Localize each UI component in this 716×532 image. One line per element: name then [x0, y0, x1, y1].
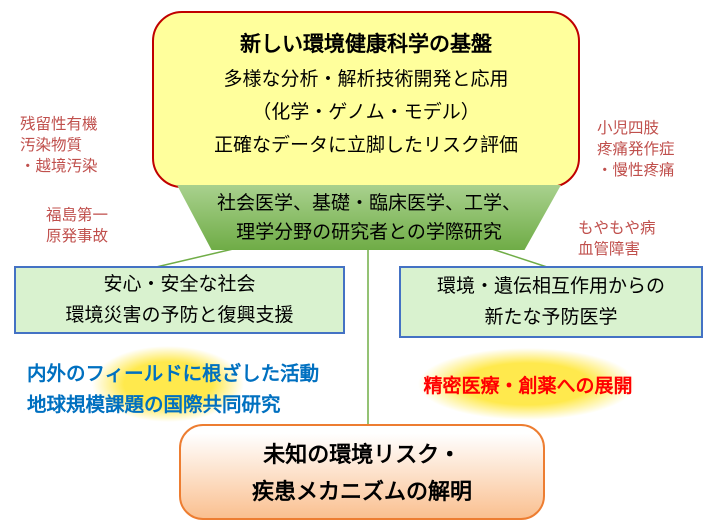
note-line: もやもや病 — [578, 219, 656, 237]
interdisciplinary-band: 社会医学、基礎・臨床医学、工学、 理学分野の研究者との学際研究 — [177, 185, 561, 250]
note-line: 汚染物質 — [20, 136, 83, 154]
preventive-medicine-box: 環境・遺伝相互作用からの 新たな予防医学 — [399, 266, 703, 338]
highlight-ellipse-left — [92, 346, 244, 422]
note-line: ・越境汚染 — [20, 157, 98, 175]
field-activity-caption: 内外のフィールドに根ざした活動 地球規模課題の国際共同研究 — [27, 358, 319, 420]
unknown-risk-line-2: 疾患メカニズムの解明 — [251, 480, 472, 505]
field-activity-line-2: 地球規模課題の国際共同研究 — [27, 393, 281, 416]
foundation-line-3: 正確なデータに立脚したリスク評価 — [213, 134, 518, 156]
field-activity-line-1: 内外のフィールドに根ざした活動 — [27, 362, 320, 385]
connector-right-diagonal — [491, 248, 551, 269]
safe-society-line-2: 環境災害の予防と復興支援 — [65, 304, 294, 326]
note-line: 残留性有機 — [20, 115, 98, 133]
note-fukushima-accident: 福島第一 原発事故 — [46, 205, 108, 247]
interdisciplinary-line-1: 社会医学、基礎・臨床医学、工学、 — [216, 192, 521, 214]
unknown-risk-line-1: 未知の環境リスク・ — [263, 443, 461, 468]
unknown-risk-box: 未知の環境リスク・ 疾患メカニズムの解明 — [179, 424, 545, 520]
connector-left-diagonal — [151, 248, 234, 269]
note-persistent-pollution: 残留性有機 汚染物質 ・越境汚染 — [20, 114, 98, 177]
preventive-medicine-line-1: 環境・遺伝相互作用からの — [436, 275, 665, 297]
foundation-line-1: 多様な分析・解析技術開発と応用 — [223, 68, 509, 90]
foundation-box: 新しい環境健康科学の基盤 多様な分析・解析技術開発と応用 （化学・ゲノム・モデル… — [152, 11, 580, 188]
foundation-line-2: （化学・ゲノム・モデル） — [252, 101, 480, 123]
note-pediatric-pain: 小児四肢 疼痛発作症 ・慢性疼痛 — [597, 118, 675, 181]
preventive-medicine-line-2: 新たな予防医学 — [484, 306, 618, 328]
highlight-ellipse-right — [418, 348, 636, 420]
note-line: ・慢性疼痛 — [597, 161, 675, 179]
interdisciplinary-line-2: 理学分野の研究者との学際研究 — [236, 221, 502, 243]
foundation-title: 新しい環境健康科学の基盤 — [240, 32, 492, 56]
note-line: 福島第一 — [46, 206, 109, 224]
safe-society-box: 安心・安全な社会 環境災害の予防と復興支援 — [14, 266, 345, 334]
note-line: 疼痛発作症 — [597, 140, 675, 158]
note-line: 原発事故 — [46, 227, 109, 245]
note-moyamoya-disease: もやもや病 血管障害 — [578, 218, 656, 260]
note-line: 小児四肢 — [597, 119, 660, 137]
safe-society-line-1: 安心・安全な社会 — [103, 273, 256, 295]
precision-medicine-caption: 精密医療・創薬への展開 — [423, 375, 633, 397]
note-line: 血管障害 — [578, 240, 641, 258]
